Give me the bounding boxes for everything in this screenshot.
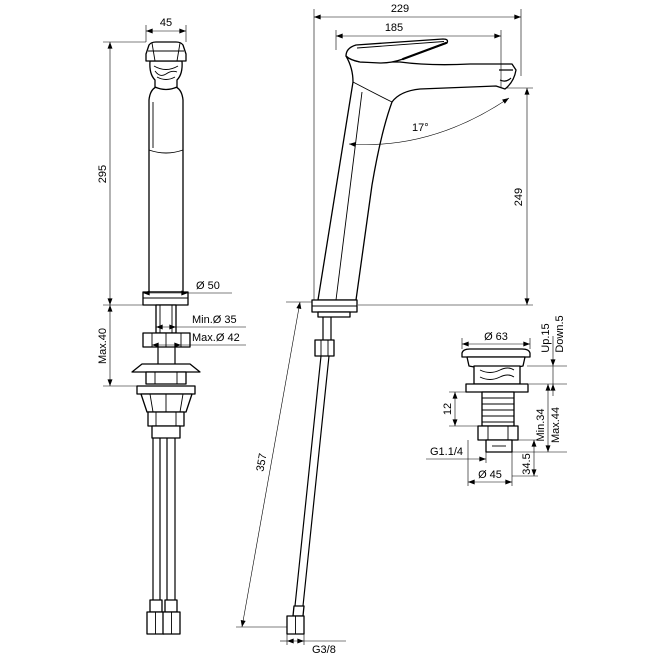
waste-flange bbox=[465, 383, 529, 393]
dim-hole-min: Min.Ø 35 bbox=[156, 314, 246, 330]
front-washer bbox=[131, 363, 201, 373]
label-deck-max: Max.40 bbox=[97, 328, 109, 364]
label-front-height: 295 bbox=[97, 165, 109, 183]
waste-cap bbox=[461, 348, 531, 358]
label-waste-flange: 12 bbox=[442, 403, 454, 415]
front-tail bbox=[151, 425, 181, 439]
front-hose-ferrule-right bbox=[164, 599, 178, 613]
label-waste-min: Min.34 bbox=[535, 408, 547, 441]
side-body-spout bbox=[317, 55, 517, 301]
front-spacer bbox=[145, 371, 187, 385]
label-hole-min: Min.Ø 35 bbox=[192, 314, 237, 326]
front-shank bbox=[155, 304, 177, 334]
waste-view bbox=[461, 348, 531, 453]
front-hose-ferrule-left bbox=[149, 599, 163, 613]
label-waste-tail: 34.5 bbox=[521, 453, 533, 474]
dim-spout-height: 249 bbox=[358, 87, 533, 306]
dim-waste-depth: Min.34 Max.44 bbox=[512, 383, 567, 453]
label-front-width: 45 bbox=[160, 17, 172, 29]
waste-thread bbox=[481, 391, 515, 427]
label-waste-up: Up.15 bbox=[540, 323, 552, 352]
dim-hole-max: Max.Ø 42 bbox=[152, 332, 246, 348]
dim-waste-flange: 12 bbox=[442, 391, 482, 427]
front-body bbox=[148, 86, 184, 293]
label-hose-thread: G3/8 bbox=[312, 644, 336, 656]
waste-nut bbox=[477, 425, 519, 441]
front-cartridge bbox=[149, 60, 183, 91]
front-lever bbox=[145, 41, 187, 62]
dim-spout-angle: 17° bbox=[348, 97, 510, 147]
side-hose-ferrule bbox=[292, 605, 305, 617]
front-view bbox=[131, 41, 201, 635]
dim-hose-thread: G3/8 bbox=[280, 634, 346, 656]
label-spout-height: 249 bbox=[513, 188, 525, 206]
label-overall-depth: 229 bbox=[391, 3, 409, 15]
dim-waste-thread: G1.1/4 bbox=[426, 446, 487, 463]
side-nut bbox=[314, 339, 335, 357]
dim-front-width: 45 bbox=[145, 17, 187, 42]
front-connector bbox=[147, 411, 185, 427]
label-waste-down: Down.5 bbox=[554, 315, 566, 352]
front-plate bbox=[136, 385, 196, 395]
label-waste-diameter: Ø 63 bbox=[484, 331, 508, 343]
dim-waste-diameter: Ø 63 bbox=[461, 331, 531, 349]
label-spout-angle: 17° bbox=[412, 122, 429, 134]
waste-neck bbox=[473, 365, 521, 385]
dim-waste-tail-diameter: Ø 45 bbox=[467, 440, 513, 486]
dim-front-height: 295 bbox=[97, 41, 146, 306]
front-base bbox=[142, 291, 189, 306]
dim-base-diameter: Ø 50 bbox=[143, 280, 232, 296]
dim-overall-depth: 229 bbox=[313, 3, 522, 300]
side-view bbox=[286, 38, 517, 635]
label-waste-thread: G1.1/4 bbox=[430, 446, 463, 458]
dim-spout-reach: 185 bbox=[335, 22, 502, 88]
label-hole-max: Max.Ø 42 bbox=[192, 332, 240, 344]
dim-hose-length: 357 bbox=[236, 301, 312, 628]
label-spout-reach: 185 bbox=[385, 22, 403, 34]
front-nut-lower bbox=[140, 393, 193, 413]
side-base-block bbox=[317, 311, 351, 318]
label-waste-max: Max.44 bbox=[550, 407, 562, 443]
side-hose bbox=[294, 355, 330, 607]
front-hose-right bbox=[166, 438, 176, 600]
dim-waste-tail: 34.5 bbox=[512, 439, 538, 477]
front-hose-left bbox=[152, 438, 161, 600]
label-hose-length: 357 bbox=[255, 452, 270, 472]
label-waste-tail-diameter: Ø 45 bbox=[478, 469, 502, 481]
dim-waste-stroke: Up.15 Down.5 bbox=[527, 315, 567, 396]
label-base-diameter: Ø 50 bbox=[196, 280, 220, 292]
dim-deck-max: Max.40 bbox=[97, 304, 137, 387]
